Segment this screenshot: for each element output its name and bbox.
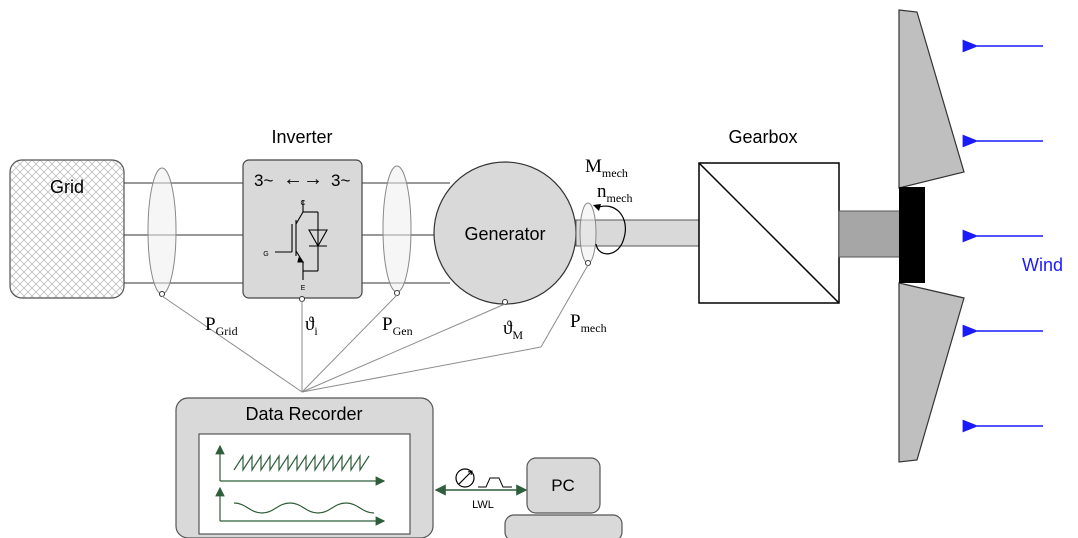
sawtooth-signal-plot — [215, 444, 386, 486]
rotor — [898, 9, 965, 463]
inverter-block: Inverter 3~ ←→ 3~ C G E — [242, 127, 363, 299]
grid-power-clamp — [147, 167, 177, 295]
wind-arrows — [962, 39, 1043, 433]
grid-label: Grid — [50, 177, 84, 197]
generator-label: Generator — [464, 224, 545, 244]
n-mech-label: nmech — [597, 181, 633, 205]
generator-block: Generator — [433, 161, 577, 305]
inverter-title: Inverter — [271, 127, 332, 147]
wave-signal-plot — [215, 486, 386, 526]
fiber-optic-link: LWL — [434, 468, 528, 511]
p-mech-label: Pmech — [570, 311, 607, 335]
gearbox-title: Gearbox — [728, 127, 797, 147]
sensor-cables — [161, 264, 589, 393]
upper-blade — [898, 9, 965, 189]
grid-phase-lines — [124, 182, 243, 284]
pc-monitor — [526, 457, 601, 514]
bidirectional-arrow-icon: ←→ — [283, 168, 323, 190]
data-recorder-block: Data Recorder — [175, 397, 434, 538]
rotor-hub — [899, 187, 925, 283]
pc-keyboard — [504, 514, 623, 538]
grid-measure-point — [159, 291, 165, 297]
pulse-signal-icon — [478, 477, 512, 488]
igbt-emitter-label: E — [301, 285, 306, 292]
inverter-ac-left: 3~ — [254, 171, 273, 190]
mechanical-power-clamp — [579, 202, 597, 264]
lwl-label: LWL — [472, 499, 494, 511]
measurement-labels: PGrid ϑi PGen ϑM Pmech Mmech nmech — [205, 156, 633, 342]
gearbox-block: Gearbox — [698, 127, 840, 304]
theta-m-label: ϑM — [503, 318, 523, 342]
pc-label: PC — [551, 476, 575, 495]
mech-measure-point — [585, 260, 591, 266]
p-grid-label: PGrid — [205, 314, 238, 338]
igbt-collector-label: C — [300, 200, 305, 207]
data-recorder-title: Data Recorder — [245, 404, 362, 424]
lower-blade — [898, 282, 965, 463]
generator-temp-point — [502, 299, 508, 305]
generator-power-point — [394, 290, 400, 296]
p-gen-label: PGen — [382, 314, 413, 338]
pc-block: PC — [504, 457, 623, 538]
igbt-icon — [275, 200, 328, 280]
wind-label: Wind — [1022, 255, 1063, 275]
grid-block: Grid — [9, 159, 125, 299]
inverter-ac-right: 3~ — [331, 171, 350, 190]
generator-power-clamp — [382, 165, 412, 293]
theta-i-label: ϑi — [305, 314, 318, 338]
measurement-clamps — [147, 165, 597, 295]
rotor-shaft — [838, 210, 902, 258]
rotation-arrow-icon — [595, 205, 626, 255]
inverter-temp-point — [299, 296, 305, 302]
m-mech-label: Mmech — [585, 156, 628, 180]
igbt-gate-label: G — [263, 251, 268, 258]
recorder-screen — [198, 433, 411, 535]
